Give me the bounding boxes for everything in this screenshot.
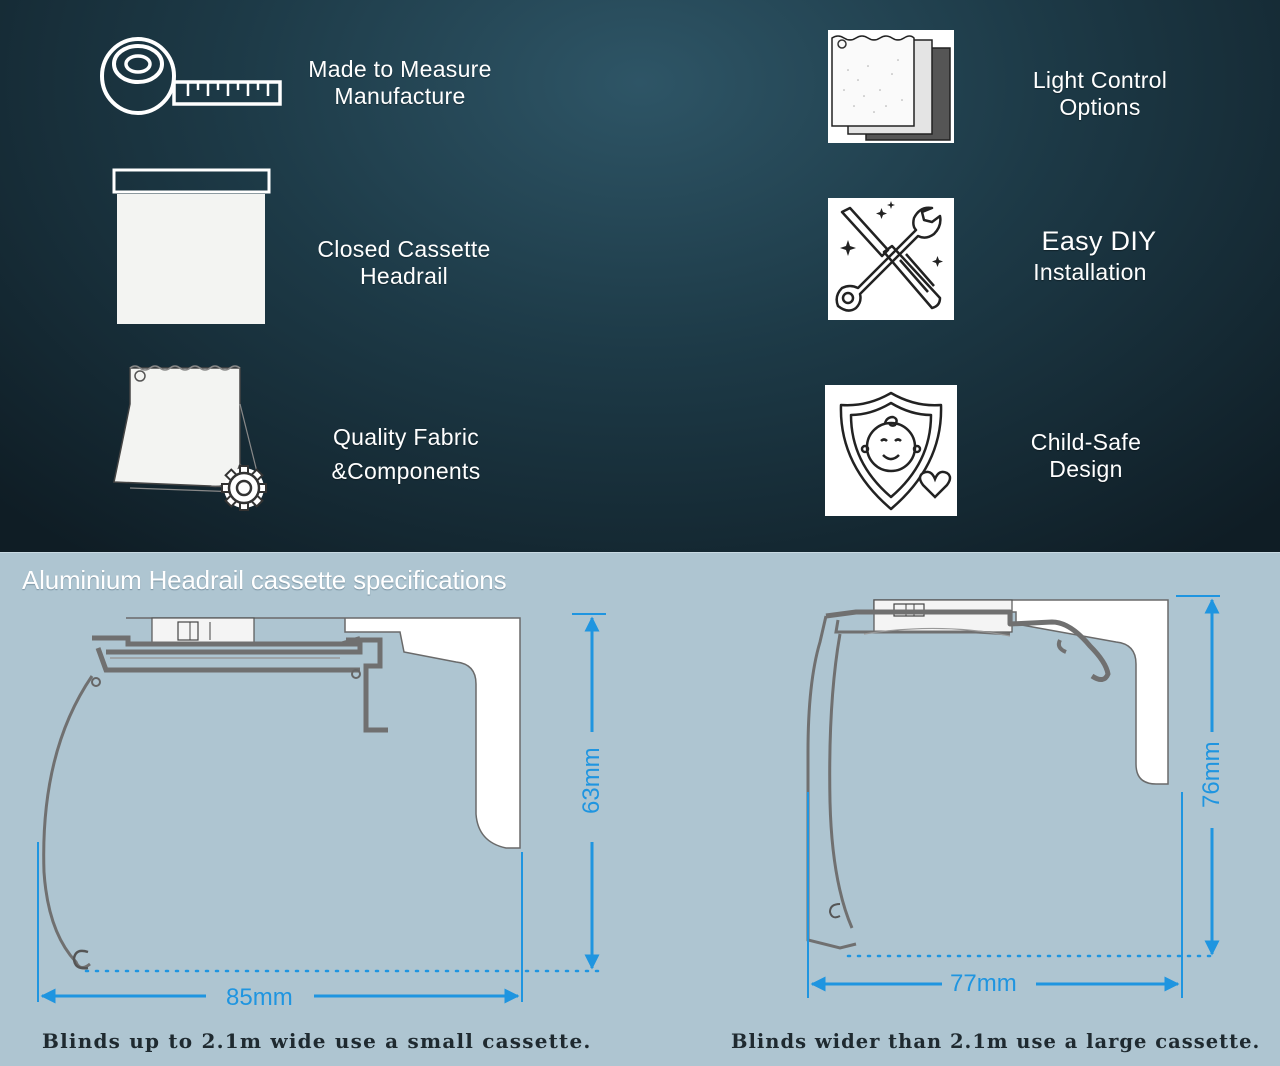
feature-line: &Components	[331, 458, 481, 484]
easy-diy-icon-box	[828, 198, 954, 320]
feature-line: Design	[1049, 456, 1123, 482]
cassette-headrail-icon	[112, 168, 271, 324]
fabric-gear-icon	[113, 365, 267, 511]
feature-line: Child-Safe	[1030, 429, 1142, 455]
small-cassette-diagram	[37, 613, 606, 1004]
feature-made-to-measure: Made to Measure Manufacture	[290, 56, 510, 110]
features-panel: Made to Measure Manufacture Closed Casse…	[0, 0, 1280, 552]
feature-line: Closed Cassette	[317, 236, 491, 262]
feature-line: Manufacture	[334, 83, 466, 109]
feature-quality-fabric: Quality Fabric &Components	[300, 420, 512, 488]
small-cassette-caption: Blinds up to 2.1m wide use a small casse…	[42, 1029, 592, 1053]
specifications-title: Aluminium Headrail cassette specificatio…	[22, 565, 507, 595]
feature-title: Easy DIY	[1041, 226, 1157, 256]
screwdriver-wrench-icon	[835, 201, 943, 312]
small-width-label: 85mm	[226, 984, 293, 1011]
feature-light-control: Light Control Options	[990, 67, 1210, 121]
feature-line: Quality Fabric	[332, 424, 480, 450]
feature-line: Headrail	[359, 263, 449, 289]
feature-closed-cassette: Closed Cassette Headrail	[294, 236, 514, 290]
feature-line: Options	[1059, 94, 1141, 120]
fabric-layers-icon	[831, 35, 951, 141]
feature-line: Light Control	[1032, 67, 1168, 93]
small-height-label: 63mm	[578, 747, 605, 814]
feature-line: Installation	[1033, 259, 1147, 285]
large-height-label: 76mm	[1198, 741, 1225, 808]
feature-easy-diy: Easy DIY Installation	[990, 225, 1210, 286]
large-cassette-caption: Blinds wider than 2.1m use a large casse…	[731, 1030, 1261, 1053]
light-control-icon-box	[828, 30, 954, 143]
cassette-diagrams	[37, 595, 1220, 1004]
feature-line: Made to Measure	[308, 56, 492, 82]
large-cassette-diagram	[806, 595, 1220, 998]
tape-measure-icon	[100, 37, 282, 115]
feature-child-safe: Child-Safe Design	[976, 429, 1196, 483]
baby-shield-icon	[839, 391, 952, 511]
large-width-label: 77mm	[950, 970, 1017, 997]
child-safe-icon-box	[825, 385, 957, 516]
